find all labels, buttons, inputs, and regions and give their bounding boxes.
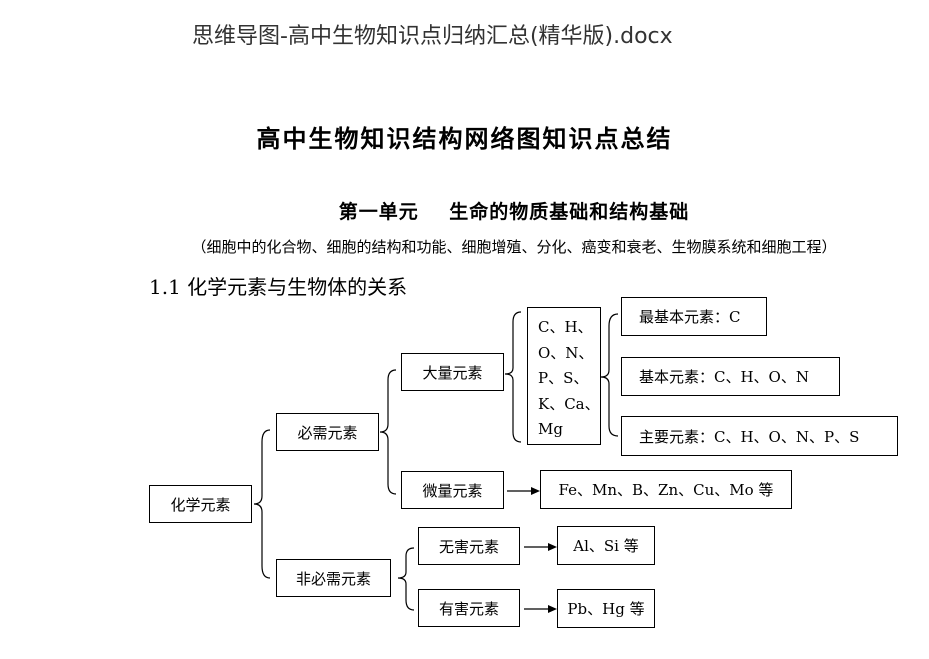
non-essential-node: 非必需元素 bbox=[276, 559, 391, 597]
non-essential-brace bbox=[397, 547, 415, 611]
section-heading: 1.1 化学元素与生物体的关系 bbox=[149, 275, 408, 299]
macro-elements-box: C、H、 O、N、 P、S、 K、Ca、 Mg bbox=[527, 307, 601, 445]
basic-elements-node: 基本元素：C、H、O、N bbox=[621, 357, 840, 396]
macro-node: 大量元素 bbox=[401, 353, 504, 391]
category-brace bbox=[600, 313, 619, 437]
trace-node: 微量元素 bbox=[401, 471, 504, 509]
harmful-node: 有害元素 bbox=[418, 589, 520, 627]
macro-element-line: P、S、 bbox=[538, 369, 589, 387]
essential-node: 必需元素 bbox=[276, 413, 379, 451]
harmless-node: 无害元素 bbox=[418, 527, 520, 565]
unit-subtitle: （细胞中的化合物、细胞的结构和功能、细胞增殖、分化、癌变和衰老、生物膜系统和细胞… bbox=[191, 238, 837, 256]
trace-arrow-head bbox=[531, 487, 540, 495]
unit-title: 第一单元 生命的物质基础和结构基础 bbox=[338, 201, 690, 223]
document-title: 思维导图-高中生物知识点归纳汇总(精华版).docx bbox=[192, 24, 673, 49]
macro-element-line: K、Ca、 bbox=[538, 394, 600, 413]
macro-brace bbox=[504, 311, 522, 443]
harmless-arrow-head bbox=[548, 543, 557, 551]
essential-brace bbox=[379, 369, 397, 495]
major-elements-node: 主要元素：C、H、O、N、P、S bbox=[621, 416, 898, 456]
trace-elements-node: Fe、Mn、B、Zn、Cu、Mo 等 bbox=[540, 470, 792, 509]
macro-element-line: O、N、 bbox=[538, 343, 594, 362]
most-basic-element-node: 最基本元素：C bbox=[621, 297, 767, 336]
macro-element-line: Mg bbox=[538, 420, 563, 438]
harmful-elements-node: Pb、Hg 等 bbox=[557, 589, 655, 628]
harmless-elements-node: Al、Si 等 bbox=[557, 526, 655, 565]
root-node: 化学元素 bbox=[149, 485, 252, 523]
macro-element-line: C、H、 bbox=[538, 318, 593, 336]
main-title: 高中生物知识结构网络图知识点总结 bbox=[256, 124, 673, 153]
harmful-arrow-head bbox=[548, 605, 557, 613]
root-brace bbox=[253, 429, 271, 579]
